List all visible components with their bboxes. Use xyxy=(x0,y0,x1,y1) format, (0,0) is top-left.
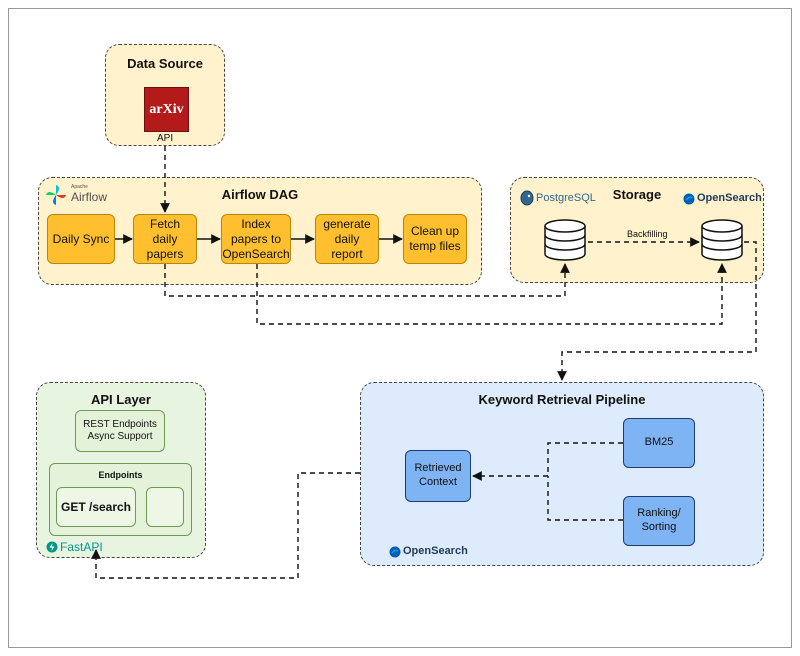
opensearch-icon xyxy=(389,546,401,558)
airflow-dag-title: Airflow DAG xyxy=(221,187,299,202)
api-layer-title: API Layer xyxy=(91,392,151,407)
opensearch-icon xyxy=(683,193,695,205)
postgresql-database-icon xyxy=(544,219,586,261)
bm25-box: BM25 xyxy=(623,418,695,468)
data-source-title: Data Source xyxy=(127,56,203,71)
arxiv-logo: arXiv xyxy=(144,87,189,132)
keyword-retrieval-title: Keyword Retrieval Pipeline xyxy=(478,392,646,407)
ranking-sorting-box: Ranking/ Sorting xyxy=(623,496,695,546)
keyword-retrieval-group: Keyword Retrieval Pipeline OpenSearch xyxy=(360,382,764,566)
arrow-fetch-to-postgres xyxy=(164,263,570,297)
opensearch-database-icon xyxy=(701,219,743,261)
airflow-logo: Apache Airflow xyxy=(45,182,125,208)
airflow-step-generate-daily-report: generate daily report xyxy=(315,214,379,264)
rest-endpoints-box: REST Endpoints Async Support xyxy=(75,410,165,452)
keyword-opensearch-text: OpenSearch xyxy=(403,545,468,557)
arrow-index-to-opensearch xyxy=(256,263,727,325)
storage-opensearch-text: OpenSearch xyxy=(697,192,762,204)
data-source-group: Data Source arXiv API xyxy=(105,44,225,146)
retrieved-context-box: Retrieved Context xyxy=(405,450,471,502)
elephant-icon xyxy=(520,190,534,206)
airflow-step-index-papers: Index papers to OpenSearch xyxy=(221,214,291,264)
storage-title: Storage xyxy=(612,187,662,202)
get-search-endpoint: GET /search xyxy=(56,487,136,527)
arrow-opensearch-to-pipeline xyxy=(557,241,757,381)
api-label: API xyxy=(157,133,174,144)
line-ranking-to-join xyxy=(547,476,623,521)
airflow-logo-text: Airflow xyxy=(71,190,108,204)
arxiv-logo-text: arXiv xyxy=(149,101,184,117)
backfilling-label: Backfilling xyxy=(627,229,668,239)
airflow-pinwheel-icon xyxy=(46,185,66,205)
empty-endpoint-slot xyxy=(146,487,184,527)
airflow-logo-small: Apache xyxy=(71,184,88,190)
airflow-step-fetch-daily-papers: Fetch daily papers xyxy=(133,214,197,264)
endpoints-title: Endpoints xyxy=(98,470,143,480)
postgresql-logo-text: PostgreSQL xyxy=(536,192,596,204)
arrow-bm25-to-retrieved xyxy=(472,442,623,481)
airflow-step-daily-sync: Daily Sync xyxy=(47,214,115,264)
airflow-step-clean-up-temp-files: Clean up temp files xyxy=(403,214,467,264)
fastapi-icon xyxy=(46,541,58,553)
diagram-frame xyxy=(8,8,792,648)
arrow-pipeline-to-api xyxy=(91,472,360,579)
